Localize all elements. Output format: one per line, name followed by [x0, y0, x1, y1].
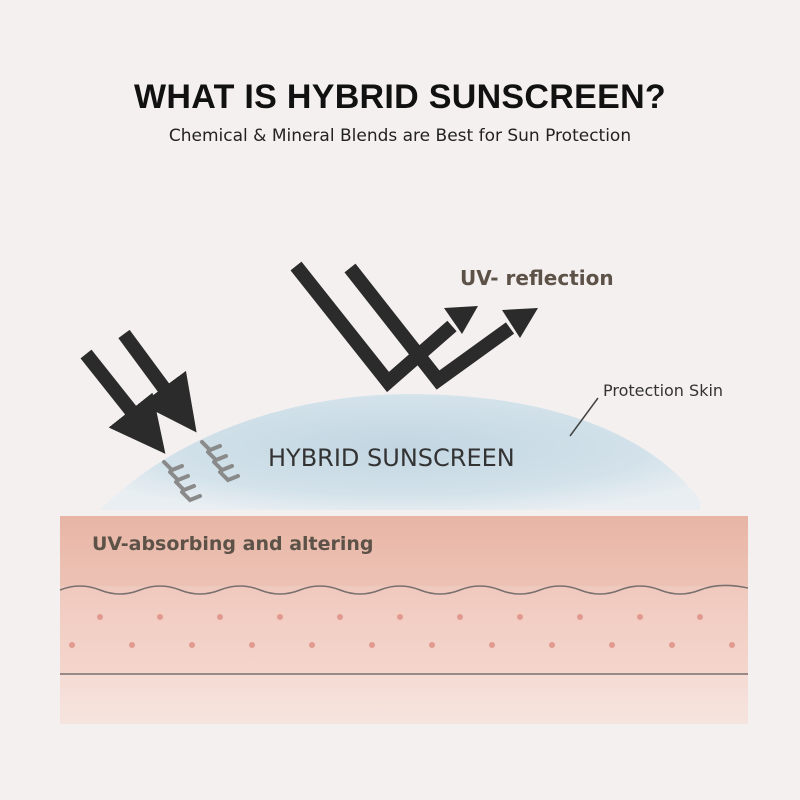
hybrid-sunscreen-label: HYBRID SUNSCREEN: [268, 444, 515, 472]
reflected-arrowhead-left: [444, 306, 478, 334]
skin-layers: [59, 516, 749, 724]
reflected-arrow-right: [344, 263, 515, 390]
skin-top-layer: [60, 516, 748, 588]
reflected-arrowhead-right: [502, 308, 538, 338]
skin-wave-line: [59, 584, 749, 595]
skin-middle-layer: [60, 586, 748, 676]
absorption-chevrons: [162, 440, 240, 503]
absorbed-uv-arrows: [80, 329, 197, 454]
page-subtitle: Chemical & Mineral Blends are Best for S…: [168, 126, 632, 146]
skin-dots: [69, 614, 735, 648]
reflected-uv-arrows: [290, 261, 538, 393]
page-title: WHAT IS HYBRID SUNSCREEN?: [134, 78, 666, 116]
protection-skin-pointer: [569, 397, 599, 437]
protection-skin-label: Protection Skin: [603, 381, 723, 400]
uv-absorbing-label: UV-absorbing and altering: [92, 533, 374, 555]
incoming-arrow-left: [80, 349, 166, 454]
sunscreen-dome: [100, 394, 700, 510]
skin-bottom-layer: [60, 674, 748, 724]
incoming-arrow-right: [118, 329, 197, 433]
reflected-arrow-left: [290, 261, 457, 393]
uv-reflection-label: UV- reflection: [460, 266, 614, 290]
